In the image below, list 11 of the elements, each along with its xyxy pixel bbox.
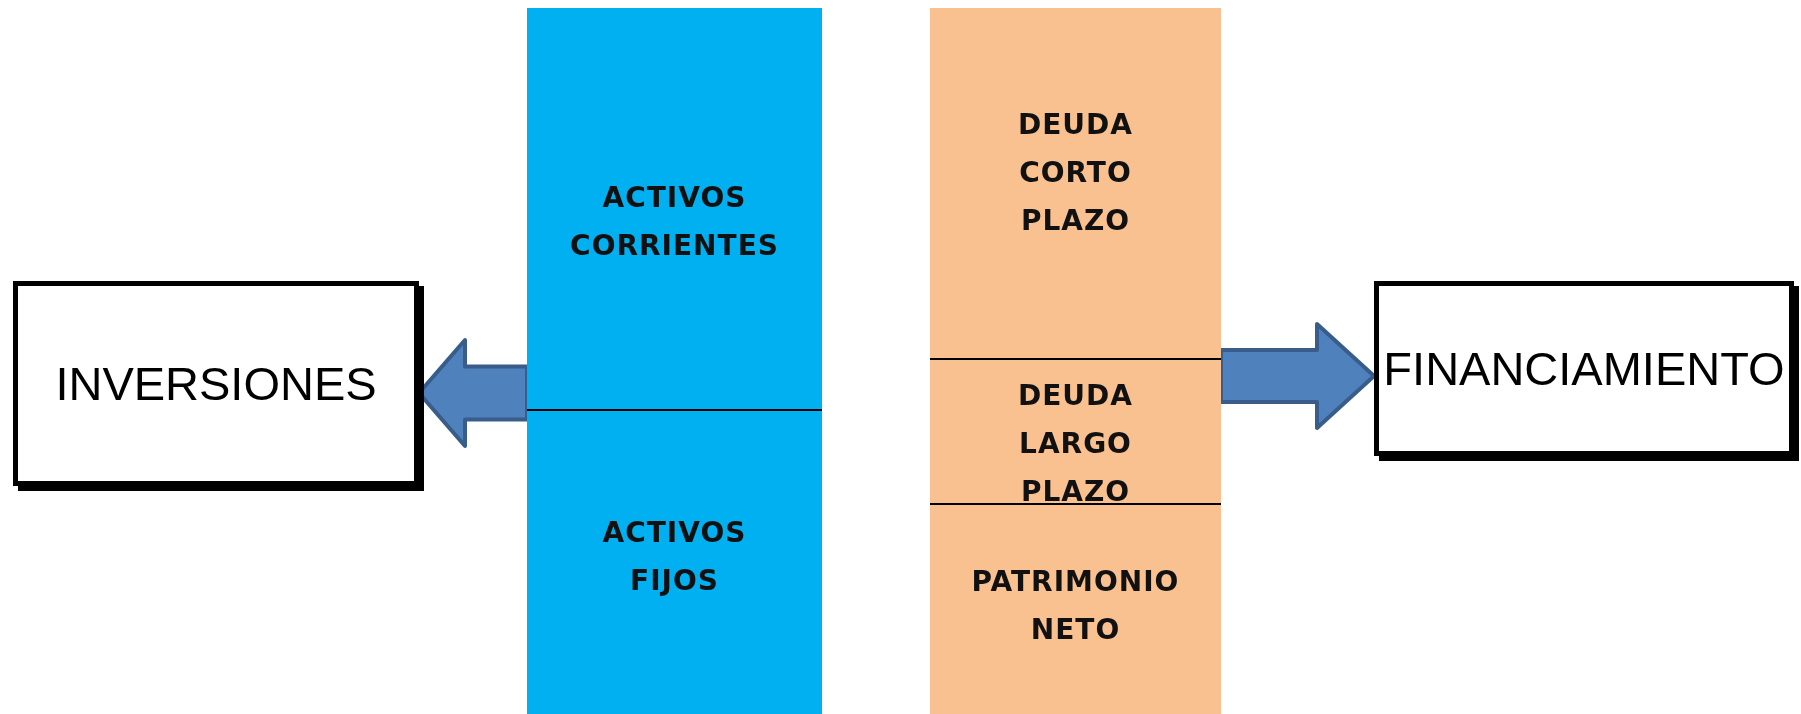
section-label: DEUDA LARGO PLAZO xyxy=(1017,378,1134,510)
column-section xyxy=(930,358,1221,503)
section-label: ACTIVOS FIJOS xyxy=(601,515,748,599)
heading-label: INVERSIONES xyxy=(55,356,377,411)
section-label: PATRIMONIO NETO xyxy=(970,564,1181,648)
heading-label: FINANCIAMIENTO xyxy=(1383,341,1785,396)
column-bar xyxy=(527,8,822,714)
column-bar xyxy=(930,8,1221,714)
block-arrow xyxy=(1219,322,1376,430)
section-label: ACTIVOS CORRIENTES xyxy=(569,180,780,264)
section-label: DEUDA CORTO PLAZO xyxy=(1017,107,1134,239)
